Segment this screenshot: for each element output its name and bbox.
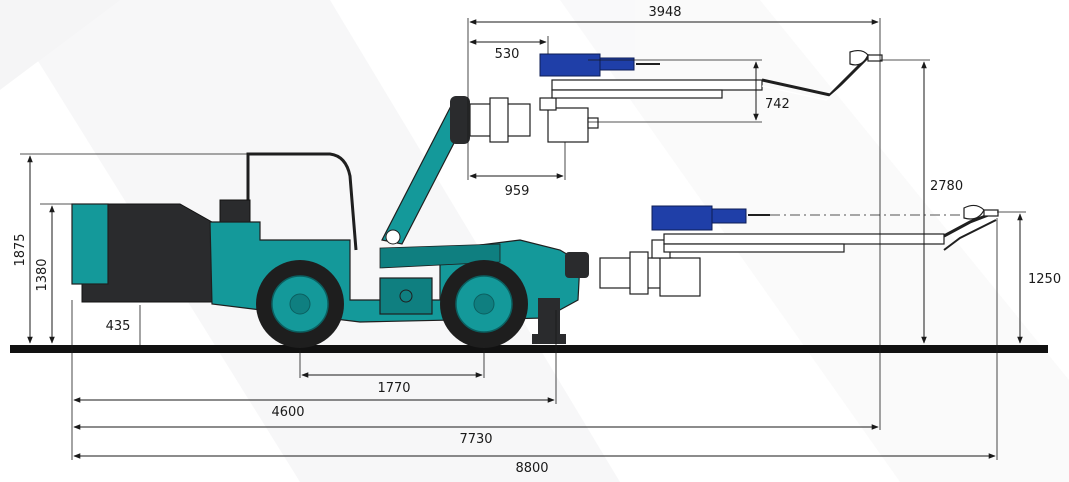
cab-frame [246, 152, 358, 251]
label-ground-clearance: 435 [106, 319, 131, 334]
extension-lines [20, 18, 1026, 460]
label-drill-vertical-travel: 742 [765, 97, 790, 112]
label-max-drill-height: 2780 [930, 179, 963, 194]
lower-boom-assembly [599, 239, 701, 297]
label-lower-drill-height: 1250 [1028, 272, 1061, 287]
upper-drill-assembly [539, 49, 883, 101]
rear-wheel [256, 260, 344, 348]
label-upper-drill-extension: 959 [505, 184, 530, 199]
front-wheel [440, 260, 528, 348]
label-wheelbase: 1770 [377, 381, 410, 396]
label-body-height: 1380 [35, 258, 50, 291]
ground-line [10, 345, 1048, 353]
label-machine-length: 4600 [271, 405, 304, 420]
lower-drill-assembly [651, 204, 999, 253]
upper-boom-arm [381, 96, 599, 245]
label-total-length: 8800 [515, 461, 548, 476]
label-cab-height: 1875 [13, 233, 28, 266]
label-upper-drill-offset: 530 [495, 47, 520, 62]
label-boom-reach-length: 7730 [459, 432, 492, 447]
label-boom-reach-top: 3948 [648, 5, 681, 20]
